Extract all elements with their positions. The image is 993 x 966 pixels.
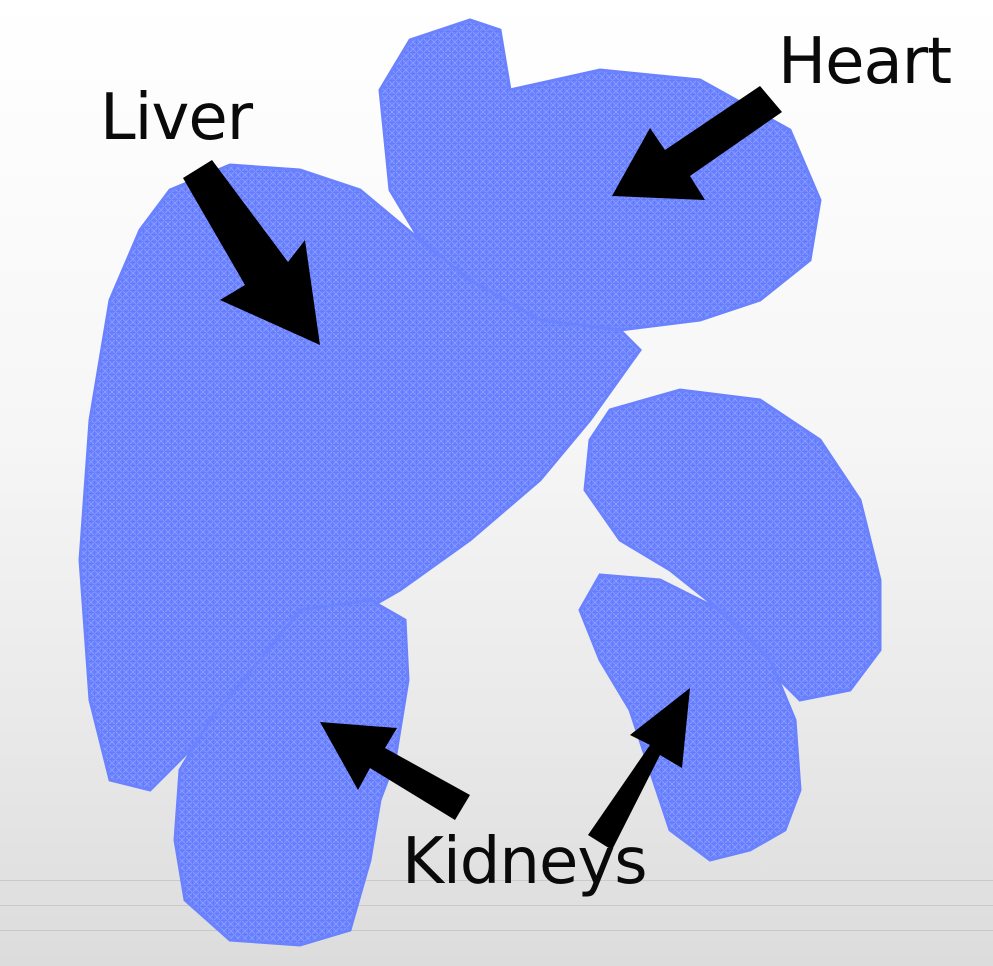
kidneys-label: Kidneys — [402, 830, 647, 894]
liver-label: Liver — [100, 86, 252, 150]
heart-label: Heart — [778, 30, 951, 94]
